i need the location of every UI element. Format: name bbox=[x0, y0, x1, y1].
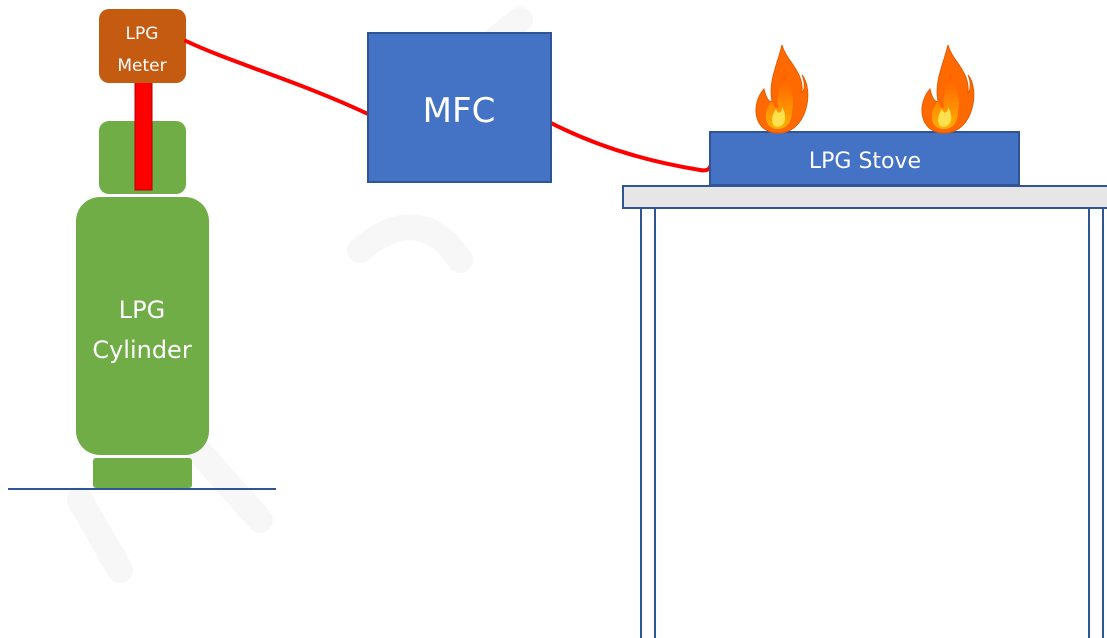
cylinder-base bbox=[93, 458, 192, 488]
meter-label-line2: Meter bbox=[117, 56, 166, 76]
mfc-box bbox=[367, 32, 552, 183]
lpg-meter bbox=[99, 9, 186, 83]
flame-icon bbox=[921, 44, 975, 134]
stove-label: LPG Stove bbox=[809, 149, 921, 174]
meter-label-line1: LPG bbox=[126, 24, 159, 44]
meter-pipe bbox=[134, 79, 153, 191]
cylinder-body bbox=[76, 197, 209, 455]
table-leg-right bbox=[1088, 207, 1104, 638]
hose-mfc-to-stove bbox=[549, 121, 713, 173]
cylinder-label-line1: LPG bbox=[119, 296, 165, 324]
hose-meter-to-mfc bbox=[184, 39, 370, 116]
stove-box bbox=[709, 131, 1020, 186]
flame-icon bbox=[755, 44, 809, 134]
cylinder-label-line2: Cylinder bbox=[92, 336, 192, 364]
mfc-label: MFC bbox=[423, 91, 496, 131]
table-leg-left bbox=[640, 207, 656, 638]
table-top bbox=[622, 185, 1107, 209]
